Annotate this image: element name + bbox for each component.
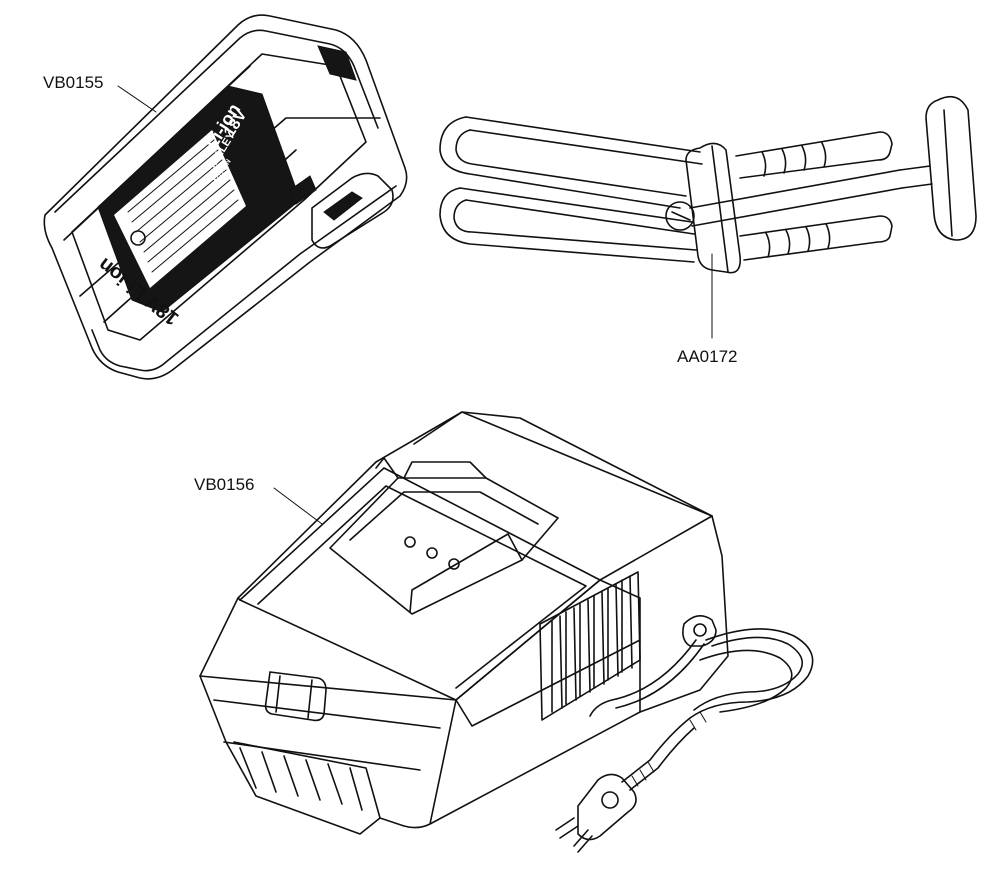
leader-vb0155 (117, 85, 157, 113)
charger-front-button (264, 671, 327, 722)
charger-outline (199, 411, 729, 835)
screw-head (665, 201, 695, 231)
base-vents (233, 741, 381, 819)
power-plug (577, 773, 637, 841)
leader-vb0156 (273, 487, 323, 525)
bracket-plate (685, 142, 742, 274)
battery-latch (311, 172, 394, 249)
battery-drawing: 18V Li-ion SEALEY CAUTION 18V Li-ion (43, 14, 408, 380)
wall-washer (925, 95, 977, 241)
power-cord (589, 639, 697, 717)
side-cooling-fins (539, 571, 641, 721)
part-code-battery: VB0155 (43, 73, 104, 92)
cord-grommet (682, 615, 717, 647)
wall-bracket-drawing (439, 95, 977, 274)
part-code-charger: VB0156 (194, 475, 255, 494)
charger-drawing (199, 411, 814, 853)
leader-lines (117, 85, 713, 525)
part-code-wall-bracket: AA0172 (677, 347, 738, 366)
battery-outline (43, 14, 408, 380)
